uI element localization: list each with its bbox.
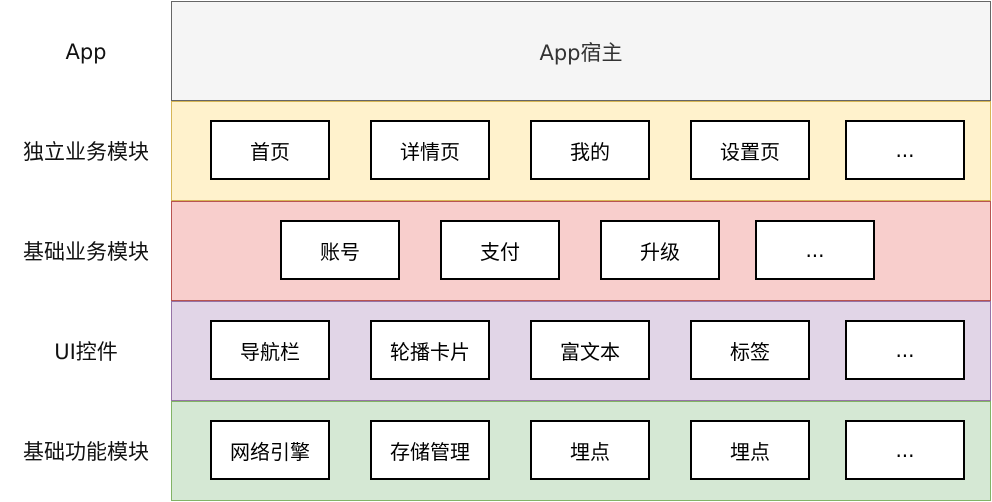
module-box: 升级 [600, 220, 720, 280]
module-box: 首页 [210, 120, 330, 180]
module-box: ... [845, 120, 965, 180]
layer-label-app: App [65, 40, 107, 64]
module-box: 埋点 [690, 420, 810, 480]
module-box: 轮播卡片 [370, 320, 490, 380]
module-box: 富文本 [530, 320, 650, 380]
module-box: 账号 [280, 220, 400, 280]
layer-label-independent-business: 独立业务模块 [23, 140, 149, 164]
layer-label-basic-business: 基础业务模块 [23, 240, 149, 264]
ui-controls-layer: 导航栏 轮播卡片 富文本 标签 ... [171, 301, 991, 401]
basic-business-layer: 账号 支付 升级 ... [171, 201, 991, 301]
layer-label-ui-controls: UI控件 [54, 340, 118, 364]
independent-business-layer: 首页 详情页 我的 设置页 ... [171, 101, 991, 201]
module-box: 详情页 [370, 120, 490, 180]
module-box: ... [845, 420, 965, 480]
module-box: ... [755, 220, 875, 280]
module-box: 存储管理 [370, 420, 490, 480]
module-box: 支付 [440, 220, 560, 280]
module-box: 标签 [690, 320, 810, 380]
module-box: 导航栏 [210, 320, 330, 380]
module-box: 我的 [530, 120, 650, 180]
module-box: 设置页 [690, 120, 810, 180]
module-box: 埋点 [530, 420, 650, 480]
app-host-title: App宿主 [539, 41, 623, 65]
basic-functions-layer: 网络引擎 存储管理 埋点 埋点 ... [171, 401, 991, 501]
app-host-layer: App宿主 [171, 1, 991, 101]
layer-label-basic-functions: 基础功能模块 [23, 440, 149, 464]
module-box: 网络引擎 [210, 420, 330, 480]
module-box: ... [845, 320, 965, 380]
